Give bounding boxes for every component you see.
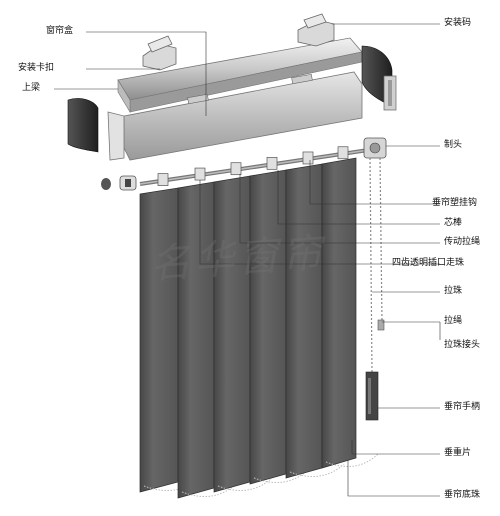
label-clear-bead-chain: 四齿透明插口走珠 bbox=[392, 258, 465, 268]
bottom-chain-2 bbox=[181, 483, 237, 497]
label-headrail-box: 窗帘盒 bbox=[46, 26, 74, 36]
watermark: 名华窗帘 bbox=[148, 229, 328, 289]
slat-6 bbox=[321, 157, 357, 469]
wand-handle bbox=[365, 371, 379, 421]
left-end-parts bbox=[101, 175, 137, 191]
slats bbox=[139, 157, 379, 499]
label-pull-cord: 拉绳 bbox=[444, 316, 463, 326]
bottom-chain-4 bbox=[253, 469, 309, 483]
bead-chain bbox=[369, 157, 385, 373]
mount-code-bracket bbox=[383, 75, 397, 111]
hanger-5 bbox=[302, 151, 314, 165]
hanger-2 bbox=[194, 167, 206, 181]
hanger-4 bbox=[266, 156, 278, 170]
label-top-rail: 上梁 bbox=[22, 83, 41, 93]
label-core-rod: 芯棒 bbox=[444, 218, 463, 228]
slat-3 bbox=[213, 175, 251, 493]
bottom-chain-3 bbox=[217, 477, 273, 491]
rail-clips bbox=[187, 73, 313, 105]
headrail-box bbox=[117, 37, 363, 114]
mount-clip-left bbox=[142, 35, 177, 71]
bottom-chain-6 bbox=[325, 453, 379, 467]
label-slat-hanger: 垂帘塑挂钩 bbox=[432, 198, 478, 208]
slat-4 bbox=[249, 169, 287, 485]
label-bead-connector: 拉珠接头 bbox=[444, 340, 481, 350]
leader-lines bbox=[54, 23, 441, 497]
label-control-head: 制头 bbox=[444, 140, 463, 150]
label-weight: 垂重片 bbox=[444, 448, 472, 458]
bottom-chain-5 bbox=[289, 463, 345, 477]
control-head bbox=[363, 137, 387, 159]
label-wand-handle: 垂帘手柄 bbox=[444, 402, 481, 412]
label-bottom-chain: 垂帘底珠 bbox=[444, 490, 481, 500]
hanger-6 bbox=[337, 146, 349, 160]
label-mount-code: 安装码 bbox=[444, 18, 472, 28]
label-mount-clip: 安装卡扣 bbox=[18, 63, 55, 73]
top-rail bbox=[107, 71, 363, 161]
end-cap-left bbox=[67, 98, 99, 153]
hanger-3 bbox=[230, 162, 242, 176]
mount-clip-right bbox=[297, 13, 335, 47]
hanger-1 bbox=[157, 173, 169, 186]
slat-5 bbox=[285, 163, 323, 479]
slat-hangers bbox=[157, 146, 349, 186]
label-pull-bead: 拉珠 bbox=[444, 286, 463, 296]
label-drive-cord: 传动拉绳 bbox=[444, 237, 481, 247]
